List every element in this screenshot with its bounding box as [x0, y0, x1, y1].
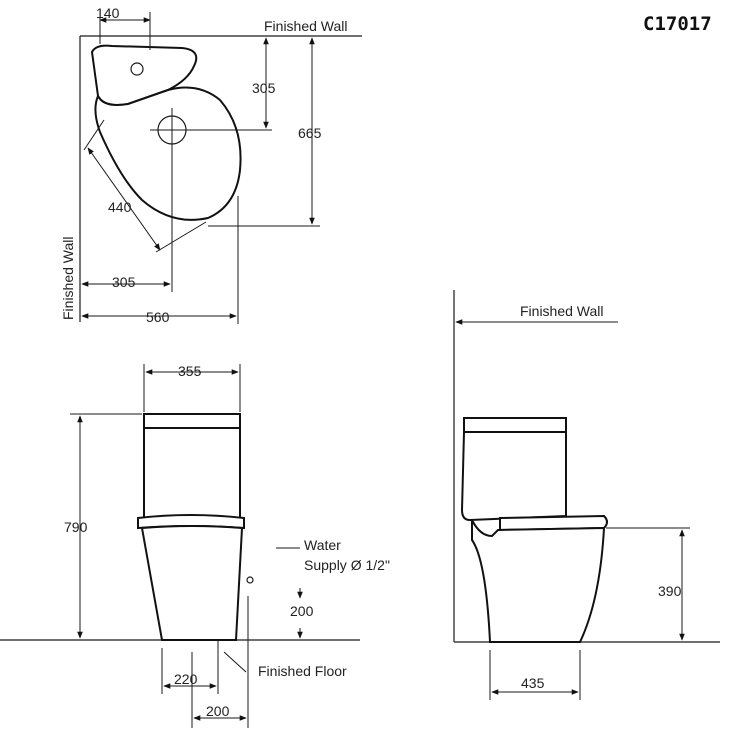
- side-tank-lid: [463, 417, 567, 433]
- side-view: Finished Wall 390 435: [453, 290, 720, 700]
- dim-plan-tank-offset: 140: [96, 5, 120, 21]
- water-supply-label-line1: Water: [304, 537, 341, 553]
- front-view: 355 790 Water Supply Ø 1/2" 200 220 200 …: [0, 363, 390, 728]
- dim-front-base-width: 220: [174, 671, 198, 687]
- dim-plan-outlet-depth: 305: [252, 80, 276, 96]
- front-tank-lid: [143, 413, 241, 429]
- front-pedestal: [140, 525, 244, 641]
- plan-view: Finished Wall Finished Wall 140 305 665 …: [60, 5, 362, 325]
- dim-plan-diagonal: 440: [108, 199, 132, 215]
- dim-plan-outlet-side: 305: [112, 274, 136, 290]
- side-tank-body: [460, 431, 567, 522]
- side-pedestal: [471, 519, 606, 643]
- front-tank-body: [143, 427, 241, 521]
- water-supply-label-line2: Supply Ø 1/2": [304, 557, 390, 573]
- finished-wall-right-label: Finished Wall: [520, 303, 604, 319]
- finished-floor-label: Finished Floor: [258, 663, 347, 679]
- dim-plan-width: 560: [146, 309, 170, 325]
- finished-wall-side-label: Finished Wall: [60, 236, 76, 320]
- front-water-supply-point: [246, 576, 254, 584]
- finished-wall-top-label: Finished Wall: [264, 18, 348, 34]
- dim-front-tank-width: 355: [178, 363, 202, 379]
- dim-440-line: [87, 147, 161, 251]
- dim-front-supply-height: 200: [290, 603, 314, 619]
- dim-side-seat-height: 390: [658, 583, 682, 599]
- dim-side-base-depth: 435: [521, 675, 545, 691]
- dim-front-height: 790: [64, 519, 88, 535]
- dim-plan-total-depth: 665: [298, 125, 322, 141]
- finished-floor-leader: [223, 651, 247, 673]
- dim-440-ext-b: [155, 221, 207, 253]
- dim-440-ext-a: [83, 119, 105, 151]
- plan-flush-button: [130, 62, 144, 76]
- model-code: C17017: [643, 13, 712, 35]
- dim-front-supply-offset: 200: [206, 703, 230, 719]
